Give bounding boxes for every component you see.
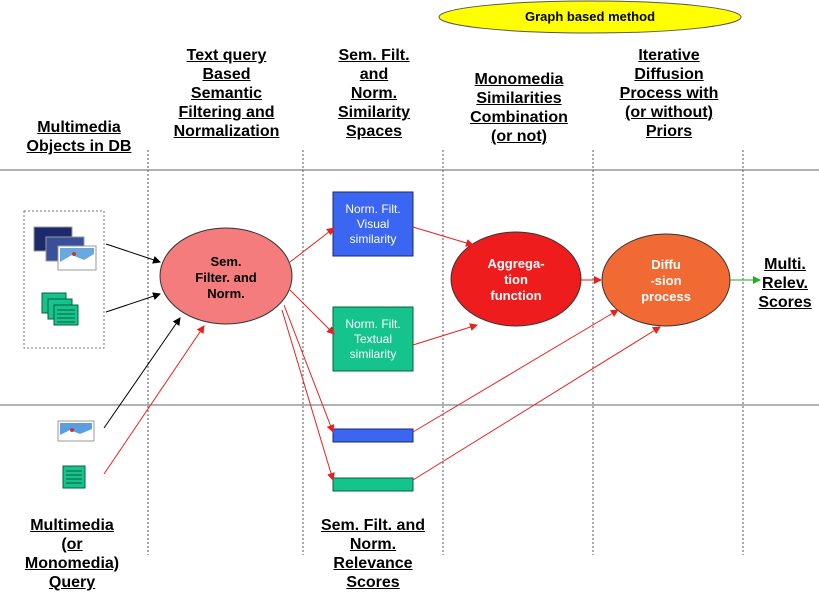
image-stack-icon	[33, 226, 97, 271]
header-line: Multimedia	[37, 119, 121, 136]
diffusion-node-label: Diffu -sion process	[606, 257, 726, 305]
arrow-textual-to-aggregation	[412, 323, 478, 346]
node-line: function	[490, 288, 542, 303]
visual-score-bar	[332, 428, 414, 443]
header-line: Combination	[470, 109, 568, 126]
banner-label: Graph based method	[524, 9, 656, 24]
output-line: Scores	[758, 294, 812, 311]
column-separators	[147, 150, 744, 555]
header-line: Semantic	[190, 85, 263, 102]
node-line: tion	[504, 272, 528, 287]
header-line: Similarity	[337, 104, 411, 121]
textual-score-bar	[332, 477, 414, 492]
label-line: Monomedia)	[24, 555, 120, 572]
visual-similarity-box	[332, 191, 414, 257]
arrow-filter-to-visual	[289, 227, 335, 263]
filter-node	[159, 227, 293, 325]
box-line: Textual	[353, 332, 393, 346]
node-line: Sem.	[210, 254, 242, 269]
query-image-icon	[57, 420, 95, 442]
arrow-query-doc-to-filter	[103, 325, 205, 475]
label-line: Multimedia	[30, 517, 114, 534]
node-line: Aggrega-	[487, 256, 545, 271]
header-line: Sem. Filt.	[338, 47, 410, 64]
textual-similarity-label: Norm. Filt. Textual similarity	[333, 317, 413, 362]
header-line: (or without)	[625, 104, 713, 121]
column-header-diffusion: Iterative Diffusion Process with (or wit…	[595, 46, 743, 141]
label-line: Scores	[346, 574, 400, 591]
arrow-filter-to-visual-score	[283, 304, 335, 433]
header-line: (or not)	[491, 128, 547, 145]
aggregation-node	[450, 231, 582, 327]
header-line: Spaces	[345, 123, 403, 140]
textual-similarity-box	[332, 306, 414, 372]
output-line: Multi.	[764, 256, 806, 273]
column-header-db-objects: Multimedia Objects in DB	[10, 118, 148, 156]
label-line: Sem. Filt. and	[320, 517, 425, 534]
document-stack-icon	[41, 292, 79, 326]
column-header-text-query: Text query Based Semantic Filtering and …	[150, 46, 303, 141]
label-line: (or	[61, 536, 83, 553]
query-document-icon	[62, 465, 86, 489]
header-line: Priors	[645, 123, 693, 140]
arrow-filter-to-textual-score	[281, 309, 335, 481]
header-line: Objects in DB	[26, 138, 132, 155]
banner-ellipse	[438, 0, 742, 34]
query-label: Multimedia (or Monomedia) Query	[2, 516, 142, 592]
header-line: Filtering and	[178, 104, 275, 121]
header-line: Similarities	[476, 90, 562, 107]
box-line: Norm. Filt.	[345, 202, 401, 216]
box-line: Visual	[356, 217, 390, 231]
visual-similarity-label: Norm. Filt. Visual similarity	[333, 202, 413, 247]
node-line: Filter. and	[195, 270, 257, 285]
node-line: Diffu	[651, 257, 681, 272]
header-line: Norm.	[350, 85, 398, 102]
filter-node-label: Sem. Filter. and Norm.	[166, 254, 286, 302]
box-line: similarity	[349, 232, 397, 246]
arrow-db-images-to-filter	[105, 243, 161, 264]
box-line: Norm. Filt.	[345, 317, 401, 331]
output-label: Multi. Relev. Scores	[752, 255, 818, 312]
arrow-visual-to-aggregation	[412, 226, 474, 247]
arrow-textual-score-to-diffusion	[412, 326, 661, 481]
arrow-db-docs-to-filter	[105, 292, 161, 313]
node-line: Norm.	[207, 286, 245, 301]
node-line: -sion	[650, 273, 682, 288]
column-header-similarity-spaces: Sem. Filt. and Norm. Similarity Spaces	[305, 46, 443, 141]
header-line: Process with	[619, 85, 719, 102]
header-line: Diffusion	[634, 66, 704, 83]
arrow-filter-to-textual	[289, 289, 335, 335]
output-line: Relev.	[762, 275, 808, 292]
arrow-query-image-to-filter	[103, 317, 181, 429]
node-line: process	[641, 289, 691, 304]
header-line: Normalization	[173, 123, 280, 140]
header-line: and	[359, 66, 389, 83]
box-line: similarity	[349, 347, 397, 361]
label-line: Norm.	[349, 536, 397, 553]
label-line: Query	[48, 574, 96, 591]
header-line: Based	[202, 66, 251, 83]
label-line: Relevance	[333, 555, 413, 572]
db-objects-frame	[23, 210, 105, 349]
column-header-combination: Monomedia Similarities Combination (or n…	[445, 70, 593, 146]
aggregation-node-label: Aggrega- tion function	[456, 256, 576, 304]
header-line: Iterative	[638, 47, 700, 64]
arrow-visual-score-to-diffusion	[412, 309, 619, 433]
relevance-scores-label: Sem. Filt. and Norm. Relevance Scores	[303, 516, 443, 592]
header-line: Text query	[186, 47, 267, 64]
header-line: Monomedia	[474, 71, 564, 88]
